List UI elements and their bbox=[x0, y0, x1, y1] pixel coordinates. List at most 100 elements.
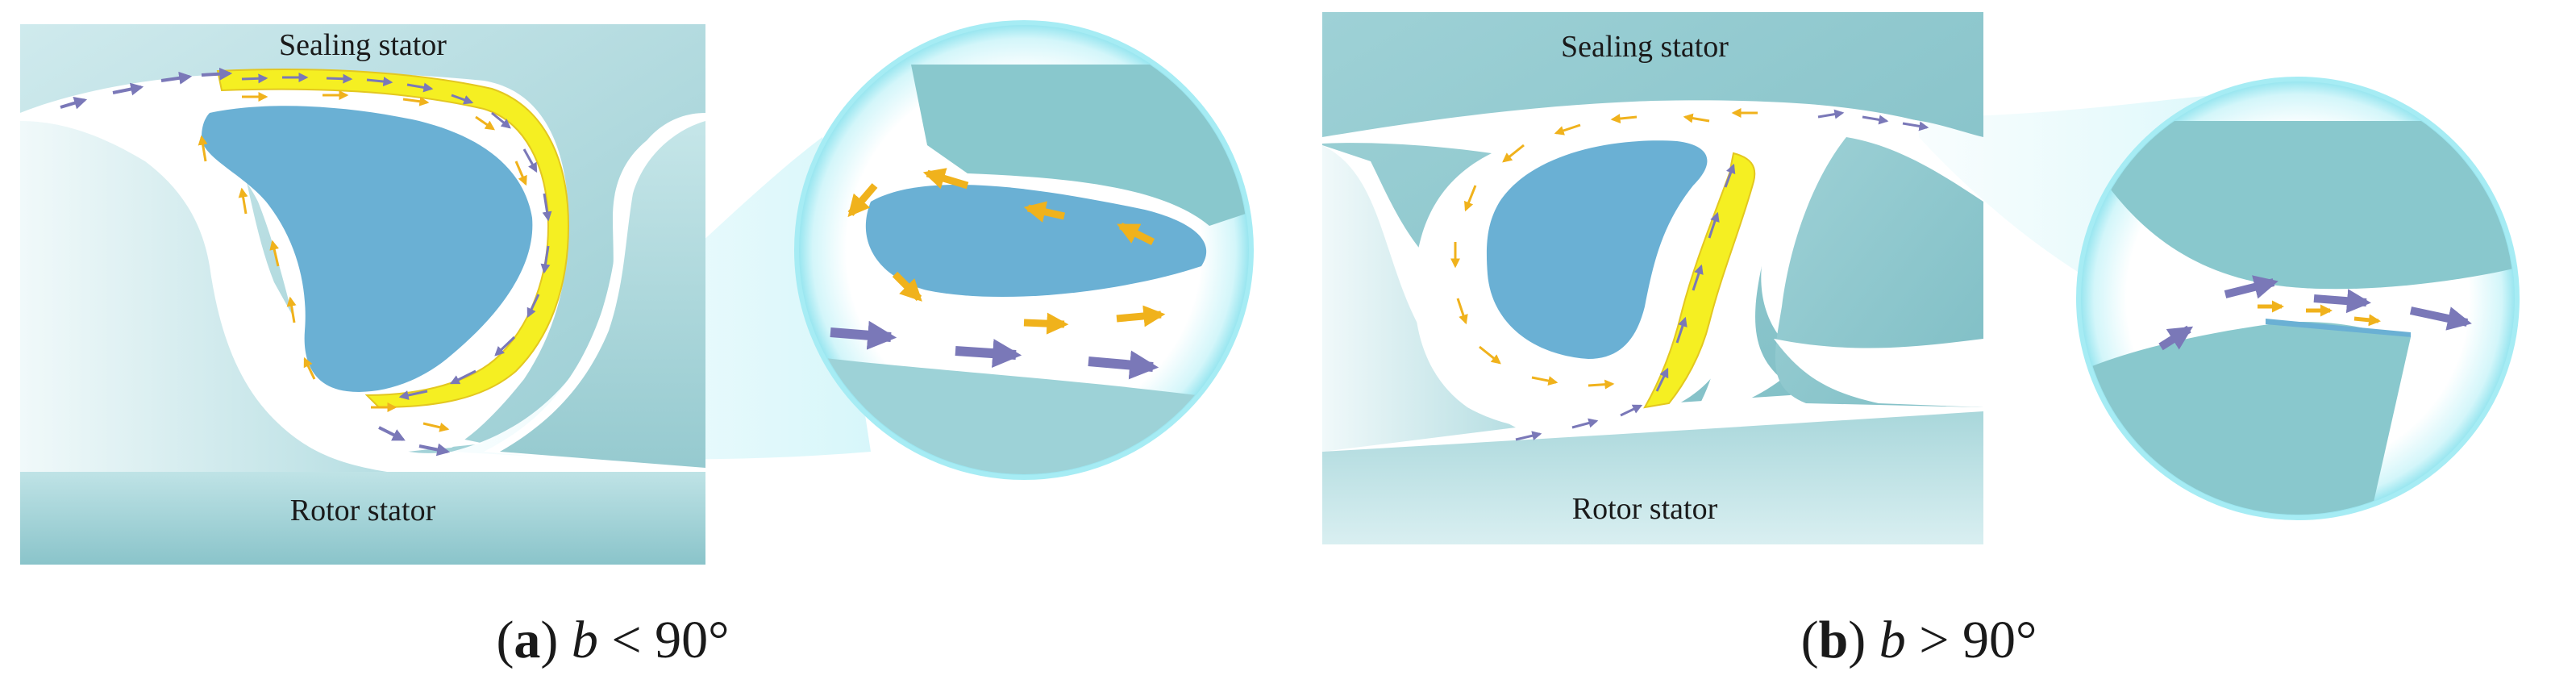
stator-wedge-b bbox=[1693, 129, 1854, 415]
vortex-core-a bbox=[202, 106, 533, 392]
leakage-flow-arrow bbox=[1655, 367, 1669, 392]
recirculation-arrow bbox=[402, 96, 430, 106]
recirculation-arrow bbox=[1588, 379, 1615, 390]
caption-b-symbol: b bbox=[1879, 611, 1906, 669]
leakage-flow-arrow bbox=[2313, 289, 2371, 314]
lens-gap-streak-b bbox=[2266, 319, 2411, 337]
vortex-core-b bbox=[1486, 140, 1708, 360]
leakage-flow-arrow bbox=[451, 94, 474, 105]
leakage-flow-arrow bbox=[522, 148, 538, 173]
leakage-flow-arrow bbox=[1675, 316, 1688, 344]
lens-vortex-a bbox=[865, 184, 1207, 298]
shear-layer-b bbox=[1643, 152, 1756, 409]
recirculation-arrow bbox=[1023, 312, 1069, 335]
caption-a-symbol: b bbox=[572, 611, 598, 669]
recirculation-arrow bbox=[238, 187, 248, 215]
caption-a-angle: 90° bbox=[655, 611, 729, 669]
leakage-flow-arrow bbox=[2224, 275, 2278, 299]
leakage-flow-arrow bbox=[491, 111, 511, 129]
leakage-flow-arrow bbox=[1571, 418, 1599, 429]
recirculation-arrow bbox=[1531, 376, 1559, 386]
shear-arrows-a bbox=[241, 73, 552, 400]
rotor-stator-a bbox=[20, 472, 705, 565]
panel-a: Sealing stator Rotor stator bbox=[20, 20, 1254, 565]
recirculation-arrow bbox=[1502, 144, 1525, 163]
leakage-flow-arrow bbox=[1724, 163, 1736, 188]
leakage-flow-arrow bbox=[2158, 325, 2194, 351]
rotor-wedge-b bbox=[1775, 137, 1983, 407]
leakage-flow-arrow bbox=[526, 294, 540, 319]
panel-b: Sealing stator Rotor stator bbox=[1322, 12, 2520, 544]
rotor-wedge-light-b bbox=[1774, 339, 1983, 407]
leakage-flow-arrow bbox=[2409, 306, 2472, 331]
recirculation-arrow bbox=[1683, 113, 1710, 123]
leakage-flow-arrow bbox=[366, 77, 393, 87]
recirculation-arrow bbox=[1479, 345, 1501, 365]
recirc-arrows-b bbox=[1450, 108, 1758, 390]
leakage-flow-arrow bbox=[1620, 404, 1643, 417]
caption-a: (a) b < 90° bbox=[496, 611, 729, 669]
leakage-flow-arrow bbox=[1692, 264, 1704, 291]
recirculation-arrow bbox=[1023, 201, 1065, 223]
rotor-stator-b bbox=[1322, 411, 1983, 544]
leakage-arrows-b bbox=[1515, 109, 1929, 441]
leakage-flow-arrow bbox=[201, 67, 233, 81]
leakage-flow-arrow bbox=[326, 73, 353, 84]
recirculation-arrow bbox=[198, 135, 208, 162]
left-tooth-b bbox=[1322, 145, 1516, 452]
leakage-flow-arrow bbox=[1817, 109, 1845, 119]
leakage-flow-arrow bbox=[398, 390, 428, 400]
leakage-flow-arrow bbox=[378, 426, 406, 441]
bottom-label-a: Rotor stator bbox=[290, 494, 436, 527]
leakage-flow-arrow bbox=[1862, 115, 1889, 125]
leakage-flow-arrow bbox=[1902, 121, 1929, 131]
caption-a-letter: a bbox=[514, 611, 540, 669]
caption-a-relation: < bbox=[611, 611, 641, 669]
leakage-flow-arrow bbox=[60, 97, 88, 110]
leakage-flow-arrow bbox=[241, 73, 268, 84]
lens-sealing-stator-a bbox=[911, 65, 1248, 226]
caption-b-angle: 90° bbox=[1962, 611, 2037, 669]
recirculation-arrow bbox=[422, 422, 450, 432]
leakage-flow-arrow bbox=[494, 336, 516, 357]
leakage-flow-arrow bbox=[830, 320, 897, 350]
top-label-a: Sealing stator bbox=[279, 28, 447, 62]
leakage-flow-arrow bbox=[1708, 211, 1720, 239]
leakage-flow-arrow bbox=[1515, 431, 1542, 441]
recirculation-arrow bbox=[286, 296, 297, 323]
leakage-flow-arrow bbox=[449, 369, 476, 385]
recirculation-arrow bbox=[475, 115, 495, 131]
leakage-flow-arrow bbox=[542, 193, 552, 222]
recirculation-arrow bbox=[1463, 185, 1477, 212]
recirculation-arrow bbox=[1117, 222, 1155, 246]
left-tooth-a bbox=[20, 121, 387, 472]
rotor-arc-shade-a bbox=[500, 121, 705, 468]
top-label-b: Sealing stator bbox=[1561, 30, 1729, 64]
recirculation-arrow bbox=[1116, 305, 1166, 327]
magnifier-lens-a bbox=[794, 20, 1254, 480]
leakage-flow-arrow bbox=[540, 245, 551, 274]
recirculation-arrow bbox=[847, 183, 878, 218]
recirculation-arrow bbox=[892, 271, 922, 302]
leakage-flow-arrow bbox=[112, 82, 144, 96]
recirculation-arrow bbox=[1456, 298, 1468, 325]
leakage-flow-arrow bbox=[955, 339, 1022, 369]
recirculation-arrow bbox=[1610, 114, 1638, 124]
caption-b-letter: b bbox=[1819, 611, 1849, 669]
caption-b-relation: > bbox=[1919, 611, 1949, 669]
caption-b: (b) b > 90° bbox=[1801, 611, 2037, 669]
recirc-arrows-a bbox=[198, 90, 527, 432]
recirculation-arrow bbox=[269, 240, 280, 267]
recirculation-arrow bbox=[922, 168, 969, 190]
leakage-flow-arrow bbox=[1088, 350, 1159, 380]
recirculation-arrow bbox=[2353, 314, 2381, 327]
leakage-flow-arrow bbox=[418, 443, 451, 457]
lens-sealing-stator-b bbox=[2096, 121, 2514, 290]
bottom-label-b: Rotor stator bbox=[1572, 492, 1718, 526]
leakage-arrows-a bbox=[60, 67, 451, 457]
recirculation-arrow bbox=[1554, 123, 1581, 136]
recirculation-arrow bbox=[303, 357, 316, 380]
magnifier-lens-b bbox=[2076, 77, 2520, 520]
leakage-flow-arrow bbox=[406, 82, 434, 93]
